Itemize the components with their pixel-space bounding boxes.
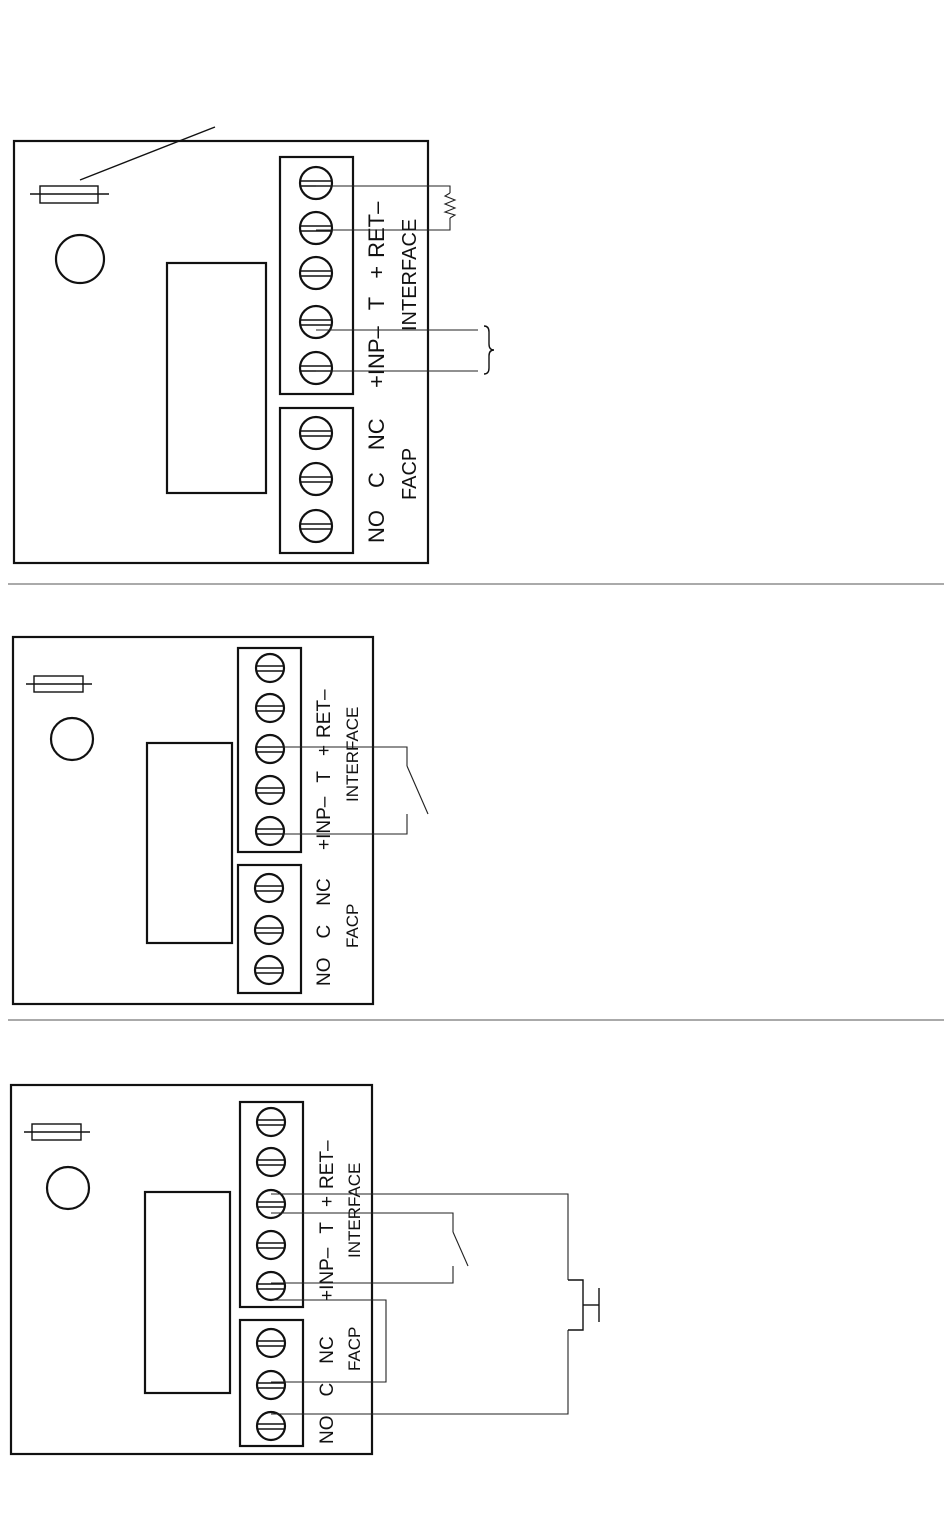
facp-terminal-block — [240, 1320, 303, 1446]
interface-terminal-labels: +INP–T+RET– — [317, 1140, 338, 1301]
facp-terminal-block — [238, 865, 301, 993]
terminal-screw-icon — [256, 776, 284, 804]
terminal-screw-icon — [300, 417, 332, 449]
interface-terminal-block — [280, 157, 353, 394]
led-icon — [56, 235, 104, 283]
terminal-screw-icon — [257, 1148, 285, 1176]
switch-icon — [271, 1213, 468, 1283]
terminal-screw-icon — [257, 1412, 285, 1440]
terminal-screw-icon — [300, 463, 332, 495]
diagram-2: +INP–T+RET– INTERFACE NOCNC FACP — [13, 637, 428, 1004]
terminal-screw-icon — [255, 956, 283, 984]
relay-icon — [145, 1192, 230, 1393]
brace-icon — [316, 326, 494, 374]
led-icon — [47, 1167, 89, 1209]
terminal-screw-icon — [300, 306, 332, 338]
relay-icon — [167, 263, 266, 493]
resistor-icon — [30, 127, 215, 203]
facp-title: FACP — [345, 1327, 364, 1371]
facp-terminal-labels: NOCNC — [317, 1336, 338, 1444]
relay-icon — [147, 743, 232, 943]
facp-terminal-labels: NOCNC — [314, 878, 335, 986]
terminal-screw-icon — [257, 1272, 285, 1300]
resistor-icon — [24, 1124, 90, 1140]
terminal-screw-icon — [256, 817, 284, 845]
terminal-screw-icon — [256, 735, 284, 763]
interface-title: INTERFACE — [399, 219, 421, 331]
terminal-screw-icon — [255, 874, 283, 902]
interface-terminal-labels: +INP–T+RET– — [364, 201, 389, 388]
led-icon — [51, 718, 93, 760]
terminal-screw-icon — [257, 1329, 285, 1357]
terminal-screw-icon — [257, 1108, 285, 1136]
interface-terminal-labels: +INP–T+RET– — [314, 689, 335, 850]
resistor-icon — [26, 676, 92, 692]
terminal-screw-icon — [300, 167, 332, 199]
terminal-screw-icon — [256, 694, 284, 722]
terminal-screw-icon — [256, 654, 284, 682]
facp-title: FACP — [399, 448, 421, 500]
terminal-screw-icon — [300, 257, 332, 289]
facp-terminal-labels: NOCNC — [364, 418, 389, 543]
terminal-screw-icon — [255, 916, 283, 944]
diagram-1: +INP–T+RET– INTERFACE NOCNC FACP — [14, 127, 494, 563]
interface-terminal-block — [238, 648, 301, 852]
terminal-screw-icon — [257, 1231, 285, 1259]
terminal-screw-icon — [257, 1371, 285, 1399]
facp-terminal-block — [280, 408, 353, 553]
terminal-screw-icon — [300, 510, 332, 542]
terminal-screw-icon — [300, 212, 332, 244]
interface-terminal-block — [240, 1102, 303, 1307]
diagram-3: +INP–T+RET– INTERFACE NOCNC FACP — [11, 1085, 599, 1454]
terminal-screw-icon — [300, 352, 332, 384]
facp-title: FACP — [343, 904, 362, 948]
interface-title: INTERFACE — [345, 1163, 364, 1258]
interface-title: INTERFACE — [343, 707, 362, 802]
